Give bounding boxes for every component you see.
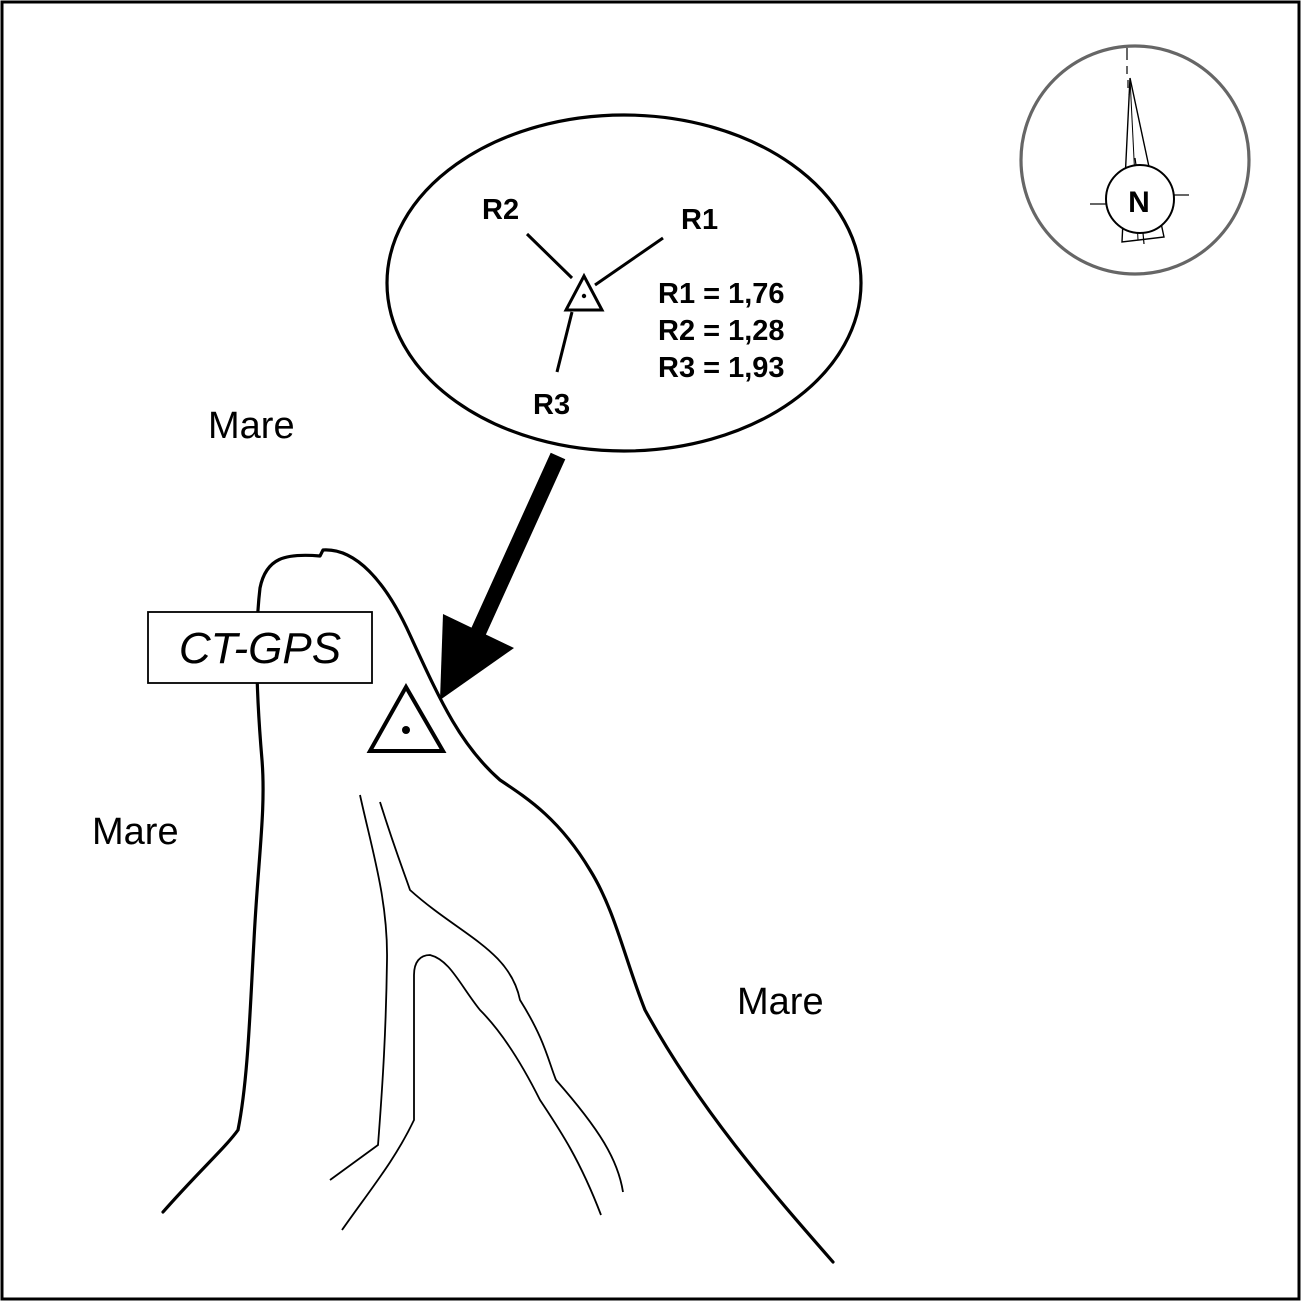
arm-label-r2: R2 [482,194,519,226]
measurement-r2: R2 = 1,28 [658,315,785,347]
inland-line-right [379,801,624,1193]
station-marker-dot [402,726,410,734]
station-label-box [147,611,373,684]
pointer-arrow-head [440,614,514,700]
measurement-r1: R1 = 1,76 [658,278,785,310]
inset-arm-r1 [594,236,664,287]
arm-label-r1: R1 [681,204,718,236]
station-label: CT-GPS [179,624,341,673]
inset-arm-r2 [525,232,574,280]
sea-label-northwest: Mare [208,405,295,447]
north-arrow-icon: N [1019,44,1251,276]
arm-label-r3: R3 [533,389,570,421]
inset-station-icon [563,272,605,312]
measurement-r3: R3 = 1,93 [658,352,785,384]
sea-label-east: Mare [737,981,824,1023]
sea-label-west: Mare [92,811,179,853]
inland-line-branch [341,954,602,1231]
coastline [161,548,835,1264]
pointer-arrow-shaft [468,452,566,641]
inset-ellipse [385,113,863,453]
inland-line-left [329,794,388,1181]
north-label: N [1128,186,1150,219]
inset-arm-r3 [555,311,574,373]
station-marker-icon [366,682,447,753]
inset-station-dot [581,293,587,299]
